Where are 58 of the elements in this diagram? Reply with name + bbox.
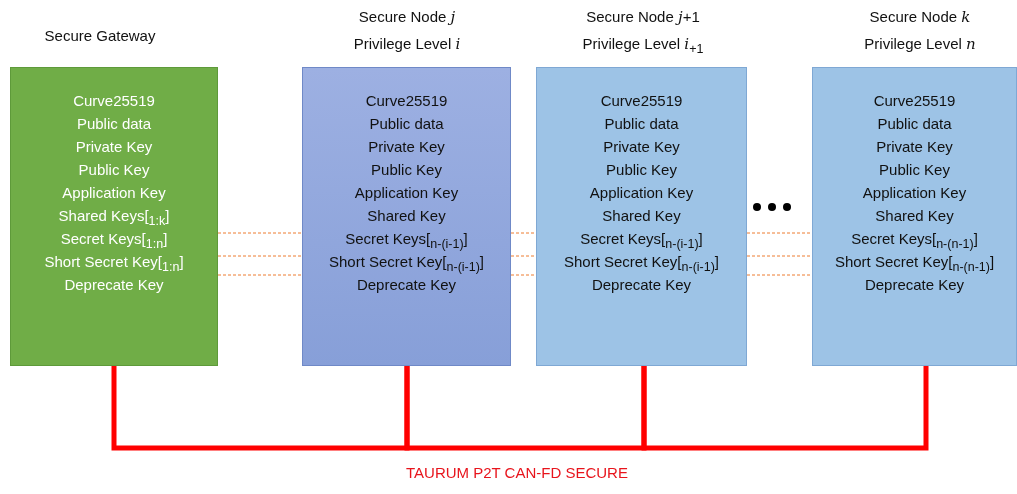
node-heading: Secure Node j xyxy=(357,8,457,26)
key-name: Public Key xyxy=(77,161,151,178)
key-name: Shared Keys[$_{1:k}$] xyxy=(57,207,171,228)
dashed-link xyxy=(510,255,537,257)
key-name: Secret Keys[$_{n-(i-1)}$] xyxy=(579,230,704,251)
dashed-link xyxy=(217,232,303,234)
bus-line xyxy=(641,366,929,451)
key-name: Secret Keys[$_{1:n}$] xyxy=(59,230,169,251)
key-name: Curve25519 xyxy=(872,92,957,109)
key-box xyxy=(536,67,747,366)
key-name: Application Key xyxy=(61,184,167,201)
key-name: Short Secret Key[$_{1:n}$] xyxy=(43,253,185,274)
dashed-link xyxy=(510,232,537,234)
key-name: Private Key xyxy=(367,138,446,155)
key-name: Private Key xyxy=(602,138,681,155)
dashed-link xyxy=(746,255,813,257)
key-name: Public Key xyxy=(605,161,678,178)
key-name: Deprecate Key xyxy=(590,276,693,293)
key-name: Public data xyxy=(876,115,953,132)
key-name: Short Secret Key[$_{n-(n-1)}$] xyxy=(833,253,996,274)
dashed-link xyxy=(510,274,537,276)
node-heading: Privilege Level i xyxy=(352,35,462,53)
key-name: Public data xyxy=(368,115,445,132)
key-name: Public Key xyxy=(878,161,951,178)
key-name: Deprecate Key xyxy=(63,276,165,293)
key-name: Public data xyxy=(75,115,153,132)
dashed-link xyxy=(746,232,813,234)
key-name: Public data xyxy=(603,115,680,132)
key-name: Short Secret Key[$_{n-(i-1)}$] xyxy=(562,253,721,274)
key-name: Secret Keys[$_{n-(n-1)}$] xyxy=(850,230,979,251)
key-name: Public Key xyxy=(370,161,443,178)
key-name: Private Key xyxy=(74,138,154,155)
key-name: Application Key xyxy=(588,184,695,201)
key-box xyxy=(302,67,511,366)
dashed-link xyxy=(217,255,303,257)
key-name: Application Key xyxy=(353,184,460,201)
key-box xyxy=(10,67,218,366)
node-heading: Privilege Level i$_{+1}$ xyxy=(581,35,705,56)
node-heading: Secure Node k xyxy=(868,8,972,26)
bus-label: TAURUM P2T CAN-FD SECURE xyxy=(406,464,628,481)
key-name: Curve25519 xyxy=(364,92,449,109)
dashed-link xyxy=(217,274,303,276)
key-name: Application Key xyxy=(861,184,968,201)
key-name: Deprecate Key xyxy=(355,276,458,293)
key-name: Shared Key xyxy=(874,207,955,224)
key-name: Shared Key xyxy=(601,207,682,224)
dashed-link xyxy=(746,274,813,276)
key-box xyxy=(812,67,1017,366)
key-name: Curve25519 xyxy=(599,92,684,109)
key-name: Private Key xyxy=(875,138,954,155)
node-heading: Privilege Level n xyxy=(863,35,977,53)
key-name: Shared Key xyxy=(366,207,447,224)
key-name: Secret Keys[$_{n-(i-1)}$] xyxy=(344,230,469,251)
key-name: Deprecate Key xyxy=(863,276,966,293)
node-heading: Secure Gateway xyxy=(43,27,157,44)
node-heading: Secure Node j+1 xyxy=(585,8,701,26)
key-name: Short Secret Key[$_{n-(i-1)}$] xyxy=(327,253,486,274)
key-name: Curve25519 xyxy=(72,92,156,109)
